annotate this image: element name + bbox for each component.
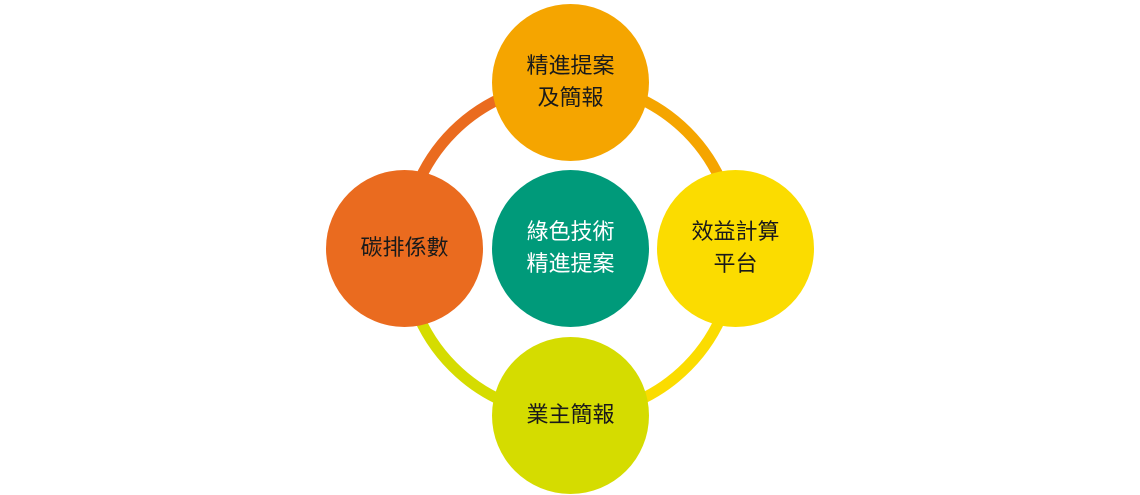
node-label-line: 業主簡報 — [526, 402, 615, 428]
node-label-line: 精進提案 — [526, 251, 615, 277]
node-label-line: 綠色技術 — [526, 219, 615, 245]
node-label-line: 及簡報 — [537, 85, 604, 111]
node-proposal-briefing: 精進提案 及簡報 — [492, 4, 649, 161]
node-benefit-platform: 效益計算 平台 — [657, 170, 814, 327]
node-label-line: 效益計算 — [691, 219, 780, 245]
node-carbon-coefficient: 碳排係數 — [326, 170, 483, 327]
node-label-line: 平台 — [713, 251, 758, 277]
node-green-tech-proposal: 綠色技術 精進提案 — [492, 170, 649, 327]
node-label-line: 精進提案 — [526, 53, 615, 79]
node-label-line: 碳排係數 — [360, 235, 449, 261]
node-owner-briefing: 業主簡報 — [492, 337, 649, 494]
